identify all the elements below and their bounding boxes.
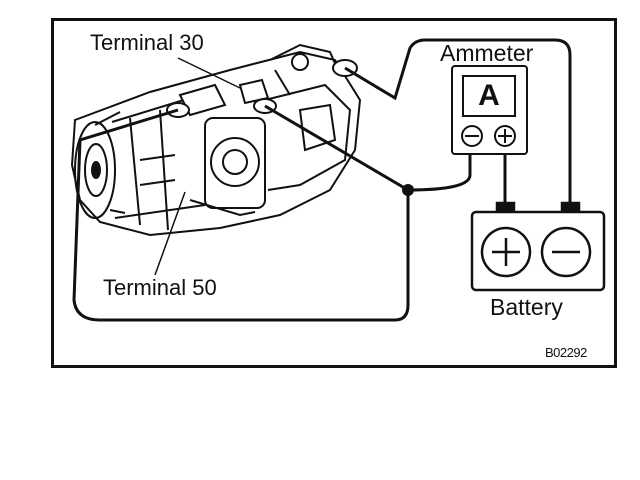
terminal-50-label: Terminal 50	[103, 275, 217, 300]
battery-icon	[470, 201, 606, 292]
ammeter-symbol: A	[478, 79, 500, 112]
junction-point	[402, 184, 414, 196]
wires	[72, 38, 572, 322]
terminal-30-label: Terminal 30	[90, 30, 204, 55]
figure-code: B02292	[545, 345, 587, 360]
minus-icon	[461, 125, 483, 147]
plus-icon	[494, 125, 516, 147]
battery-label: Battery	[490, 294, 563, 320]
ammeter-label: Ammeter	[440, 40, 534, 66]
starter-motor-icon	[70, 43, 362, 237]
